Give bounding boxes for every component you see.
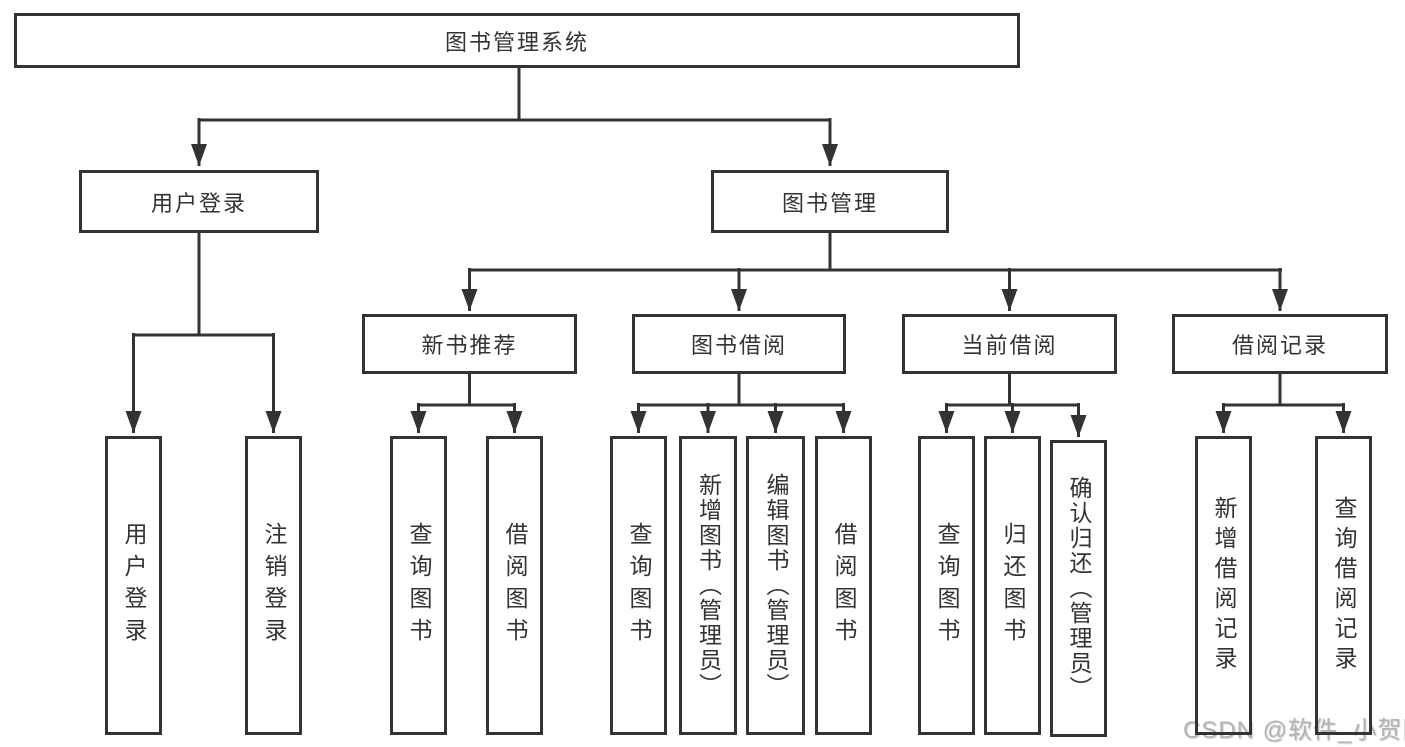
leaf-records-add-record-label: 新增借阅记录 <box>1211 495 1237 676</box>
leaf-borrowing-add-books: 新增图书（管理员） <box>679 436 737 735</box>
node-borrowing-records-label: 借阅记录 <box>1231 333 1328 358</box>
leaf-user-login: 用户登录 <box>105 436 162 735</box>
leaf-current-query-books: 查询图书 <box>918 436 975 735</box>
node-user-login: 用户登录 <box>79 170 319 233</box>
node-root: 图书管理系统 <box>14 13 1020 68</box>
leaf-borrowing-edit-books: 编辑图书（管理员） <box>746 436 805 735</box>
node-borrowing-records: 借阅记录 <box>1172 314 1388 374</box>
leaf-records-add-record: 新增借阅记录 <box>1195 436 1252 735</box>
leaf-borrowing-query-books-label: 查询图书 <box>626 521 652 650</box>
leaf-user-login-label: 用户登录 <box>121 521 147 650</box>
leaf-current-confirm-return-label: 确认归还（管理员） <box>1066 476 1092 701</box>
node-current-borrowing-label: 当前借阅 <box>961 333 1058 358</box>
leaf-borrowing-borrow-books-label: 借阅图书 <box>831 521 857 650</box>
node-book-borrowing-label: 图书借阅 <box>690 333 787 358</box>
node-current-borrowing: 当前借阅 <box>902 314 1117 374</box>
node-new-book-recommendation: 新书推荐 <box>362 314 577 374</box>
leaf-recommend-query-books-label: 查询图书 <box>406 521 432 650</box>
node-user-login-label: 用户登录 <box>150 190 247 216</box>
leaf-logout: 注销登录 <box>245 436 302 735</box>
leaf-borrowing-edit-books-label: 编辑图书（管理员） <box>763 473 789 698</box>
node-book-borrowing: 图书借阅 <box>632 314 846 374</box>
leaf-current-query-books-label: 查询图书 <box>934 521 960 650</box>
leaf-recommend-query-books: 查询图书 <box>390 436 447 735</box>
leaf-records-query-record-label: 查询借阅记录 <box>1331 495 1357 676</box>
leaf-recommend-borrow-books-label: 借阅图书 <box>502 521 528 650</box>
node-book-management-label: 图书管理 <box>781 190 878 216</box>
leaf-borrowing-query-books: 查询图书 <box>610 436 667 735</box>
node-book-management: 图书管理 <box>711 170 949 233</box>
leaf-logout-label: 注销登录 <box>261 521 287 650</box>
node-new-book-recommendation-label: 新书推荐 <box>421 333 518 358</box>
csdn-watermark: CSDN @软件_小贺同学 <box>1183 717 1405 744</box>
leaf-current-return-books: 归还图书 <box>984 436 1041 735</box>
leaf-borrowing-borrow-books: 借阅图书 <box>815 436 872 735</box>
leaf-current-return-books-label: 归还图书 <box>1000 521 1026 650</box>
node-root-label: 图书管理系统 <box>444 29 589 55</box>
leaf-borrowing-add-books-label: 新增图书（管理员） <box>695 473 722 698</box>
leaf-current-confirm-return: 确认归还（管理员） <box>1050 440 1107 737</box>
leaf-recommend-borrow-books: 借阅图书 <box>486 436 543 735</box>
leaf-records-query-record: 查询借阅记录 <box>1315 436 1372 735</box>
